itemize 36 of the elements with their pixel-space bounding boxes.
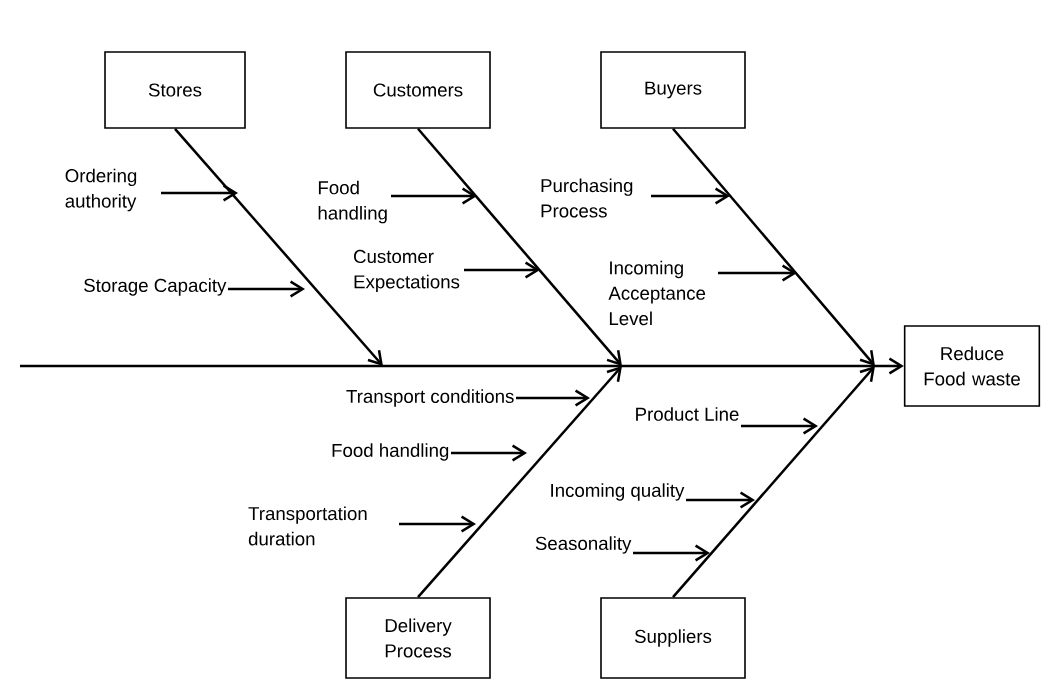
cause-label: Customer Expectations xyxy=(354,249,460,293)
arrow xyxy=(633,544,710,562)
arrow xyxy=(741,417,818,435)
arrow xyxy=(228,280,305,298)
category-box: Delivery Process xyxy=(345,597,491,679)
cause-label: Incoming quality xyxy=(551,483,685,501)
arrow xyxy=(651,187,730,205)
cause-label: Storage Capacity xyxy=(84,278,227,296)
cause-label: Ordering authority xyxy=(65,168,137,212)
bone-arrow xyxy=(417,366,622,599)
category-box: Buyers xyxy=(600,51,746,129)
cause-label: Purchasing Process xyxy=(541,178,633,218)
arrow xyxy=(391,187,477,205)
effect-box: Reduce Food waste xyxy=(903,325,1041,407)
arrow xyxy=(399,515,476,533)
arrow xyxy=(161,184,238,202)
arrow xyxy=(451,444,527,462)
bone-arrow xyxy=(672,127,875,366)
spine-arrow xyxy=(20,357,904,375)
category-box: Suppliers xyxy=(600,597,746,679)
arrow xyxy=(464,261,540,279)
cause-label: Transportation duration xyxy=(248,506,367,546)
bone-arrow xyxy=(174,127,383,366)
cause-label: Transport conditions xyxy=(346,389,514,407)
bone-arrow xyxy=(672,366,875,599)
cause-label: Seasonality xyxy=(535,536,632,554)
cause-label: Product Line xyxy=(636,407,739,421)
arrow xyxy=(686,491,755,509)
category-box: Customers xyxy=(345,51,491,129)
cause-label: Food handling xyxy=(318,180,387,224)
cause-label: Food handling xyxy=(332,443,449,461)
category-box: Stores xyxy=(104,51,246,129)
arrow xyxy=(516,389,590,407)
bone-arrow xyxy=(417,127,622,366)
arrow xyxy=(718,264,797,282)
cause-label: Incoming Acceptance Level xyxy=(608,260,706,326)
